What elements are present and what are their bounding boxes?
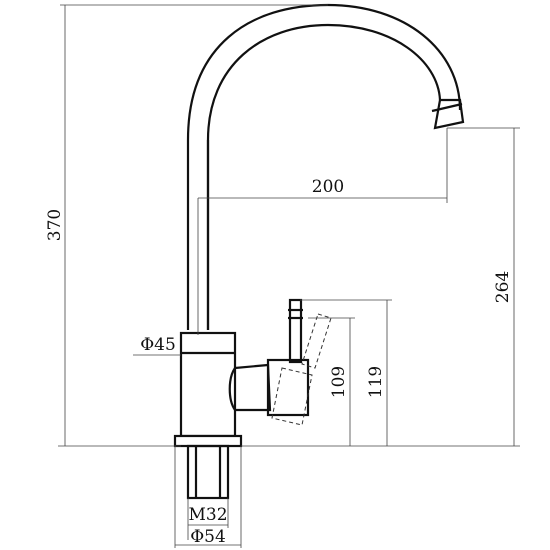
dimension-lever-height-down [308, 317, 355, 446]
dimension-lever-height-up [300, 299, 392, 446]
threaded-shank [186, 444, 230, 500]
dimension-spout-reach [197, 128, 448, 335]
lever-handle [228, 298, 332, 426]
label-base-diameter: Φ54 [190, 527, 226, 547]
label-body-diameter: Φ45 [140, 335, 176, 355]
label-lever-height-up: 119 [366, 366, 386, 398]
label-spout-reach: 200 [312, 177, 344, 197]
label-total-height: 370 [45, 209, 65, 241]
label-thread: M32 [188, 505, 227, 525]
faucet-body [173, 331, 243, 448]
dimension-thread-and-base [174, 446, 242, 548]
dimension-total-height [58, 4, 328, 447]
label-lever-height-down: 109 [329, 366, 349, 398]
label-outlet-height: 264 [493, 271, 513, 303]
dimension-outlet-height [241, 127, 520, 447]
spout [186, 3, 465, 330]
